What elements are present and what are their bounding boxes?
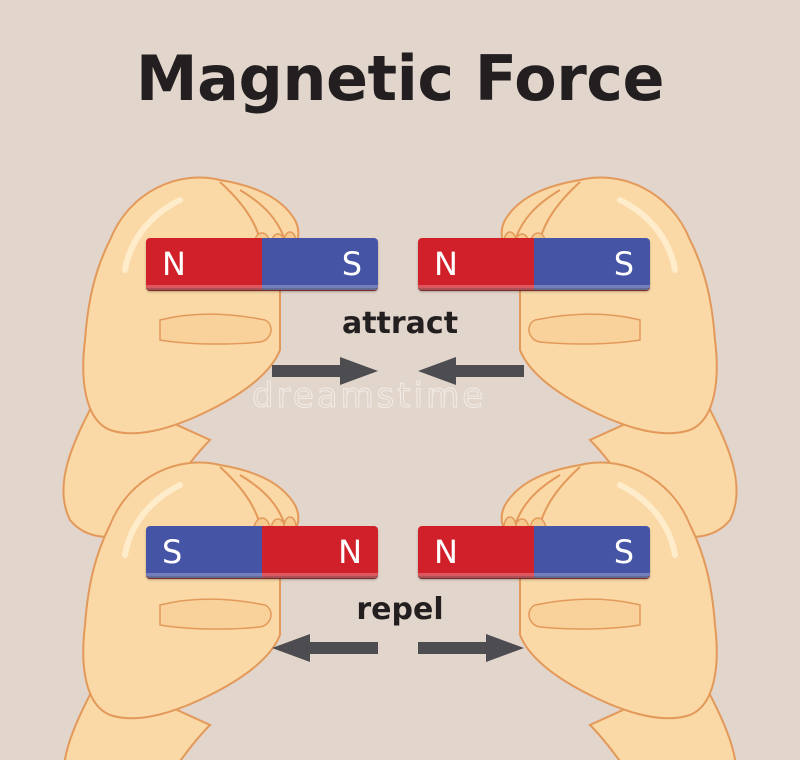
right-hand-bottom [480,445,760,735]
magnet-bottom-right: N S [418,526,650,578]
north-pole: N [262,526,378,578]
pole-label: N [434,533,458,571]
magnet-bottom-left: S N [146,526,378,578]
south-pole: S [262,238,378,290]
arrow-left-icon [272,634,378,662]
pole-label: S [162,533,183,571]
left-hand-bottom [40,445,320,735]
pole-label: S [613,533,634,571]
pole-label: S [613,245,634,283]
pole-label: S [341,245,362,283]
arrow-right-icon [418,634,524,662]
south-pole: S [146,526,262,578]
pole-label: N [162,245,186,283]
repel-label: repel [356,592,444,627]
north-pole: N [146,238,262,290]
south-pole: S [534,238,650,290]
page-title: Magnetic Force [135,42,665,115]
watermark: dreamstime [252,376,487,417]
attract-label: attract [341,306,459,341]
north-pole: N [418,526,534,578]
north-pole: N [418,238,534,290]
arrow-right-icon [272,357,378,385]
magnet-top-left: N S [146,238,378,290]
pole-label: N [434,245,458,283]
pole-label: N [338,533,362,571]
arrow-left-icon [418,357,524,385]
magnet-top-right: N S [418,238,650,290]
south-pole: S [534,526,650,578]
